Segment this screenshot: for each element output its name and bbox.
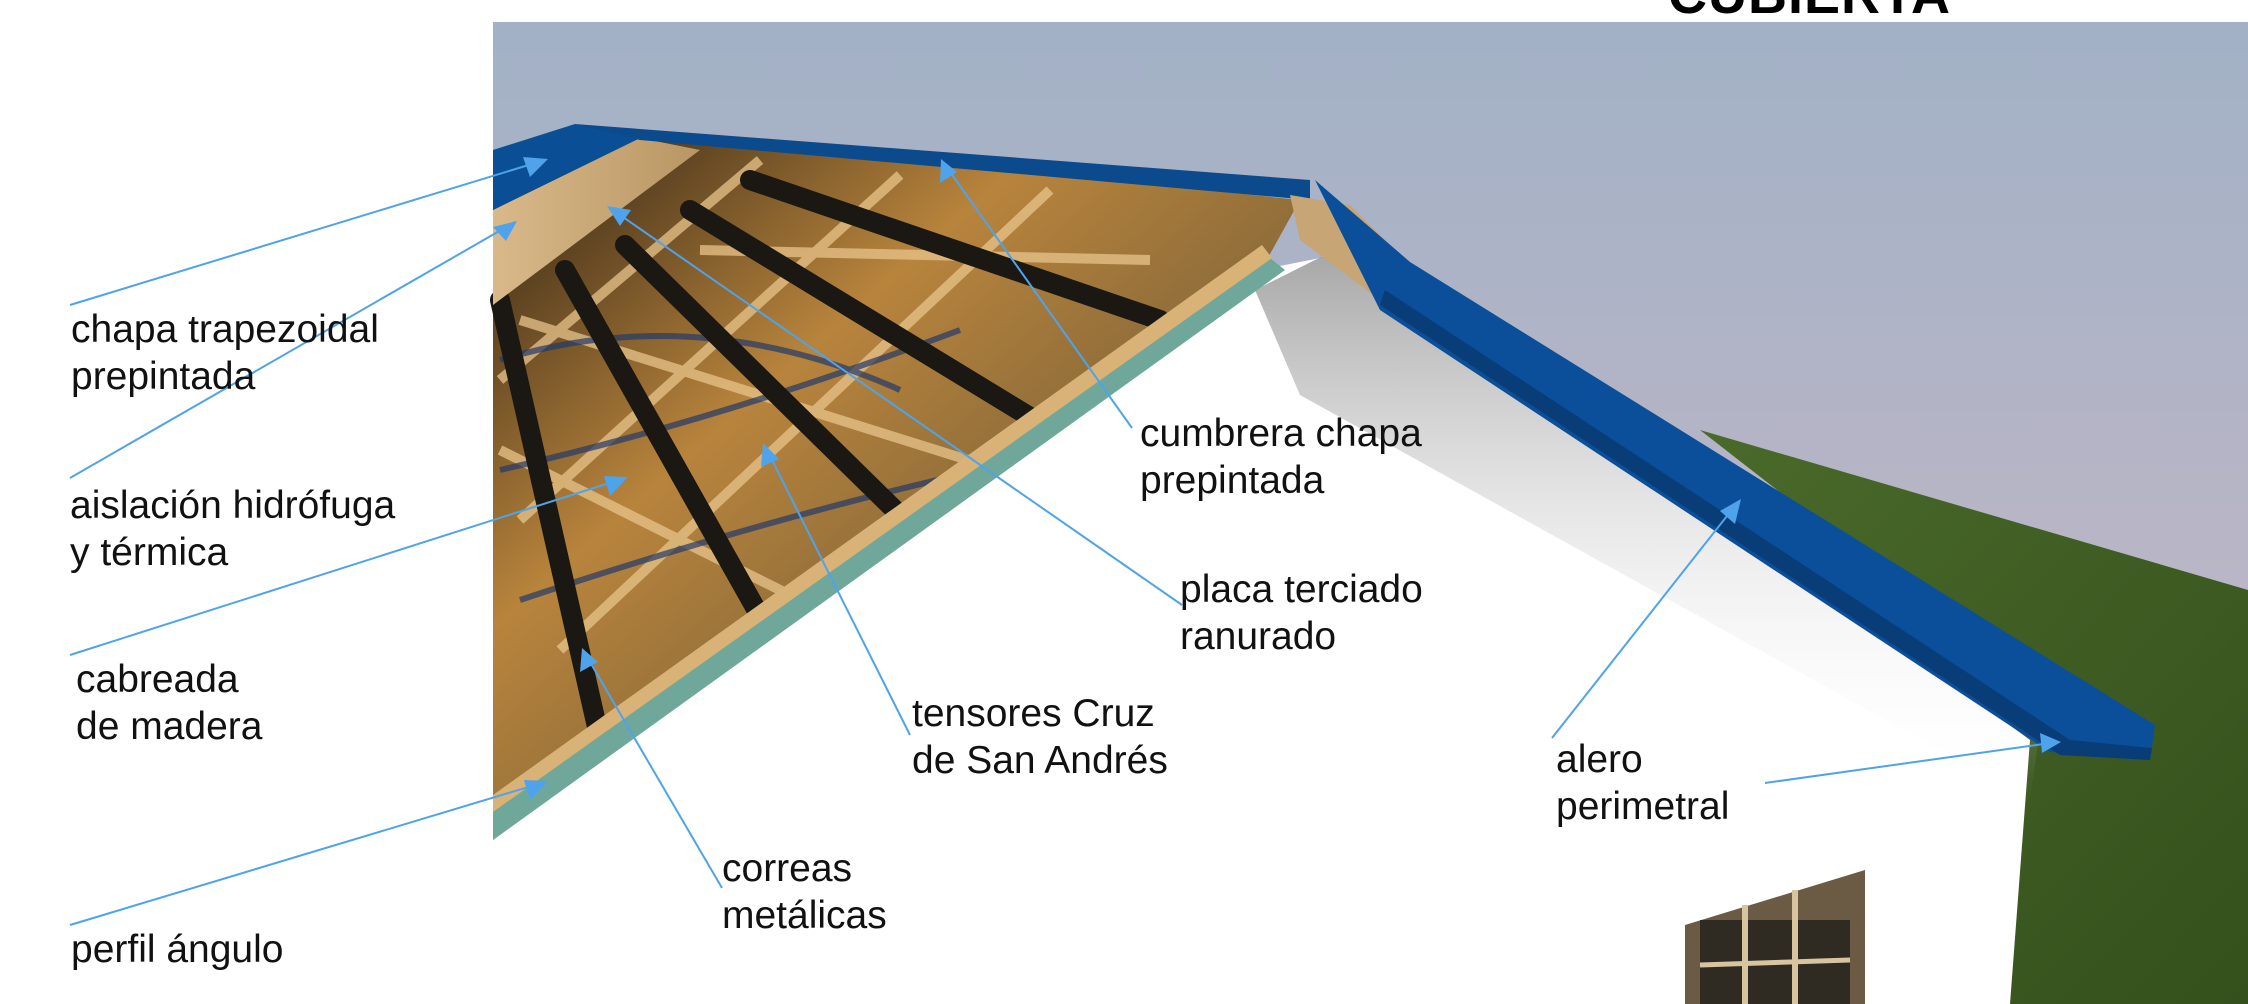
label-cumbrera: cumbrera chapa prepintada bbox=[1140, 410, 1422, 504]
label-line: cabreada bbox=[76, 658, 239, 701]
label-line: de San Andrés bbox=[912, 739, 1168, 782]
label-aislacion: aislación hidrófuga y térmica bbox=[70, 482, 395, 576]
leader-perfil bbox=[69, 781, 546, 926]
arrowhead bbox=[523, 157, 548, 177]
label-tensores: tensores Cruz de San Andrés bbox=[912, 690, 1168, 784]
label-perfil-angulo: perfil ángulo bbox=[71, 926, 283, 973]
cruz-san-andres bbox=[499, 327, 981, 603]
label-line: metálicas bbox=[722, 894, 887, 937]
label-line: correas bbox=[722, 847, 853, 890]
leader-alero bbox=[1551, 501, 1739, 739]
label-line: perfil ángulo bbox=[71, 928, 284, 971]
label-line: ranurado bbox=[1180, 615, 1337, 658]
label-line: placa terciado bbox=[1180, 568, 1423, 611]
roof-sheet-left bbox=[493, 124, 640, 210]
label-line: tensores Cruz bbox=[912, 692, 1155, 735]
leader-tensores bbox=[764, 445, 911, 736]
leader-cumbrera bbox=[942, 161, 1133, 429]
grass-ground bbox=[1700, 430, 2248, 1004]
label-line: y térmica bbox=[70, 531, 229, 574]
label-line: aislación hidrófuga bbox=[70, 484, 396, 527]
label-line: perimetral bbox=[1556, 785, 1730, 828]
leader-alero-2 bbox=[1764, 741, 2059, 784]
arrowhead bbox=[524, 780, 548, 800]
plywood-board bbox=[493, 138, 700, 305]
window bbox=[1685, 870, 1865, 1004]
roof-sheet-right bbox=[1315, 180, 2155, 760]
label-line: chapa trapezoidal bbox=[71, 308, 379, 351]
eave-shadow bbox=[1255, 245, 2040, 800]
label-line: cumbrera chapa bbox=[1140, 412, 1422, 455]
label-line: alero bbox=[1556, 738, 1643, 781]
label-chapa-trapezoidal: chapa trapezoidal prepintada bbox=[71, 306, 379, 400]
gable-wall bbox=[493, 250, 2030, 1004]
arrowhead bbox=[580, 648, 598, 672]
arrowhead bbox=[493, 221, 517, 241]
page-title: CUBIERTA bbox=[1668, 0, 1951, 26]
leader-chapa bbox=[69, 159, 546, 306]
label-cabreada: cabreada de madera bbox=[76, 656, 262, 750]
leader-aislacion bbox=[69, 221, 516, 479]
arrowhead bbox=[604, 476, 628, 496]
label-line: prepintada bbox=[1140, 459, 1325, 502]
wood-edge-strip bbox=[493, 245, 1272, 812]
leader-cabreada bbox=[69, 477, 626, 656]
arrowhead bbox=[2040, 733, 2061, 753]
callout-arrowheads bbox=[493, 157, 2061, 800]
insulation-strip bbox=[493, 258, 1285, 840]
arrowhead bbox=[607, 206, 631, 226]
leader-correas bbox=[582, 649, 723, 889]
arrowhead bbox=[1720, 499, 1741, 524]
label-line: prepintada bbox=[71, 355, 256, 398]
callout-lines bbox=[69, 159, 2059, 926]
label-correas: correas metálicas bbox=[722, 845, 887, 939]
arrowhead bbox=[761, 443, 779, 467]
arrowhead bbox=[940, 159, 957, 183]
label-placa-terciado: placa terciado ranurado bbox=[1180, 566, 1423, 660]
leader-placa bbox=[609, 207, 1183, 606]
label-alero: alero perimetral bbox=[1556, 736, 1729, 830]
label-line: de madera bbox=[76, 705, 263, 748]
